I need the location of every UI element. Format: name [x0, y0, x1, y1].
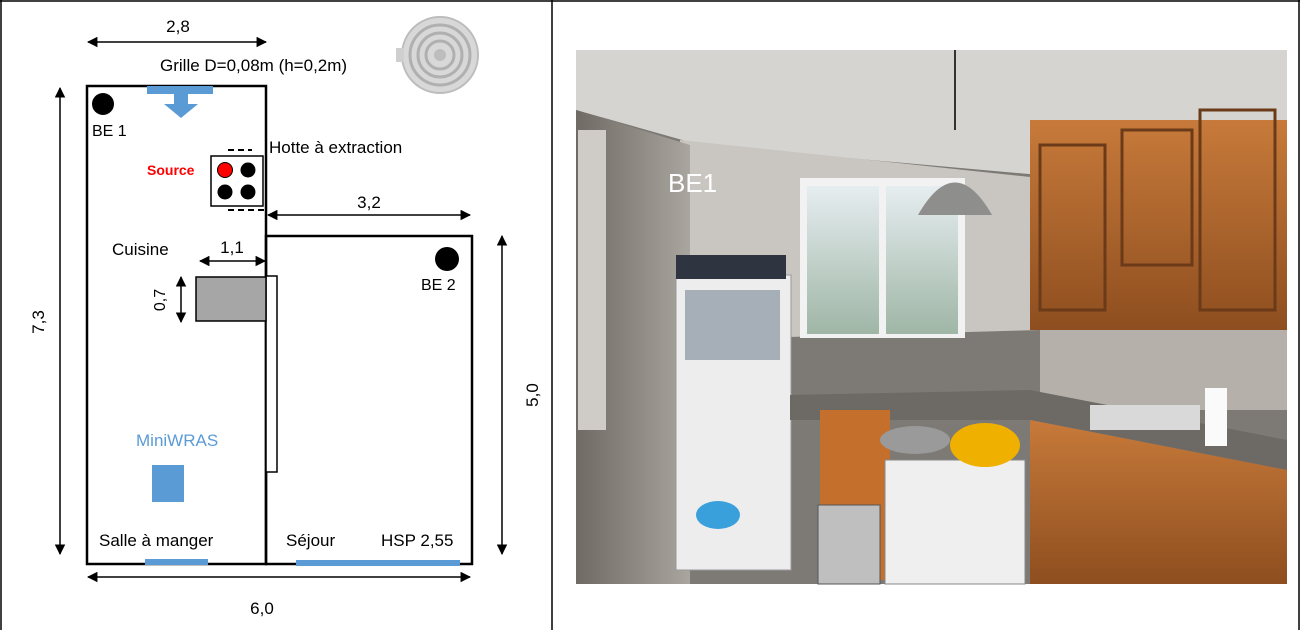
grille-icon: [396, 16, 479, 94]
source-label: Source: [147, 162, 195, 178]
dim-living-height-label: 5,0: [523, 383, 542, 407]
cooktop-icon: [210, 149, 264, 211]
grille-label: Grille D=0,08m (h=0,2m): [160, 56, 347, 75]
kitchen-photo: [576, 50, 1287, 585]
be1-label: BE 1: [92, 123, 127, 140]
hood-label: Hotte à extraction: [269, 138, 402, 157]
supply-grille: [147, 86, 213, 94]
hsp-label: HSP 2,55: [381, 531, 453, 550]
dining-label: Salle à manger: [99, 531, 214, 550]
be2-sensor-icon: [435, 247, 459, 271]
miniwras-label: MiniWRAS: [136, 431, 218, 450]
supply-arrow-icon: [164, 94, 198, 118]
dim-counter-width-label: 1,1: [220, 238, 244, 257]
dim-total-width-label: 6,0: [250, 599, 274, 618]
be2-label: BE 2: [421, 277, 456, 294]
living-label: Séjour: [286, 531, 335, 550]
counter-block: [195, 276, 267, 322]
partition-wall: [265, 275, 278, 473]
be1-sensor-icon: [92, 93, 114, 115]
living-window: [296, 560, 460, 566]
miniwras-device: [152, 465, 184, 502]
dim-living-width-label: 3,2: [357, 193, 381, 212]
kitchen-label: Cuisine: [112, 240, 169, 259]
floor-plan: 2,8 Grille D=0,08m (h=0,2m) BE 1 Hotte à…: [29, 16, 542, 618]
dim-top-width-label: 2,8: [166, 17, 190, 36]
dining-vent: [145, 559, 208, 565]
dim-counter-depth-label: 0,7: [152, 289, 169, 311]
photo-be1-label: BE1: [668, 168, 718, 198]
dim-total-height-label: 7,3: [29, 310, 48, 334]
